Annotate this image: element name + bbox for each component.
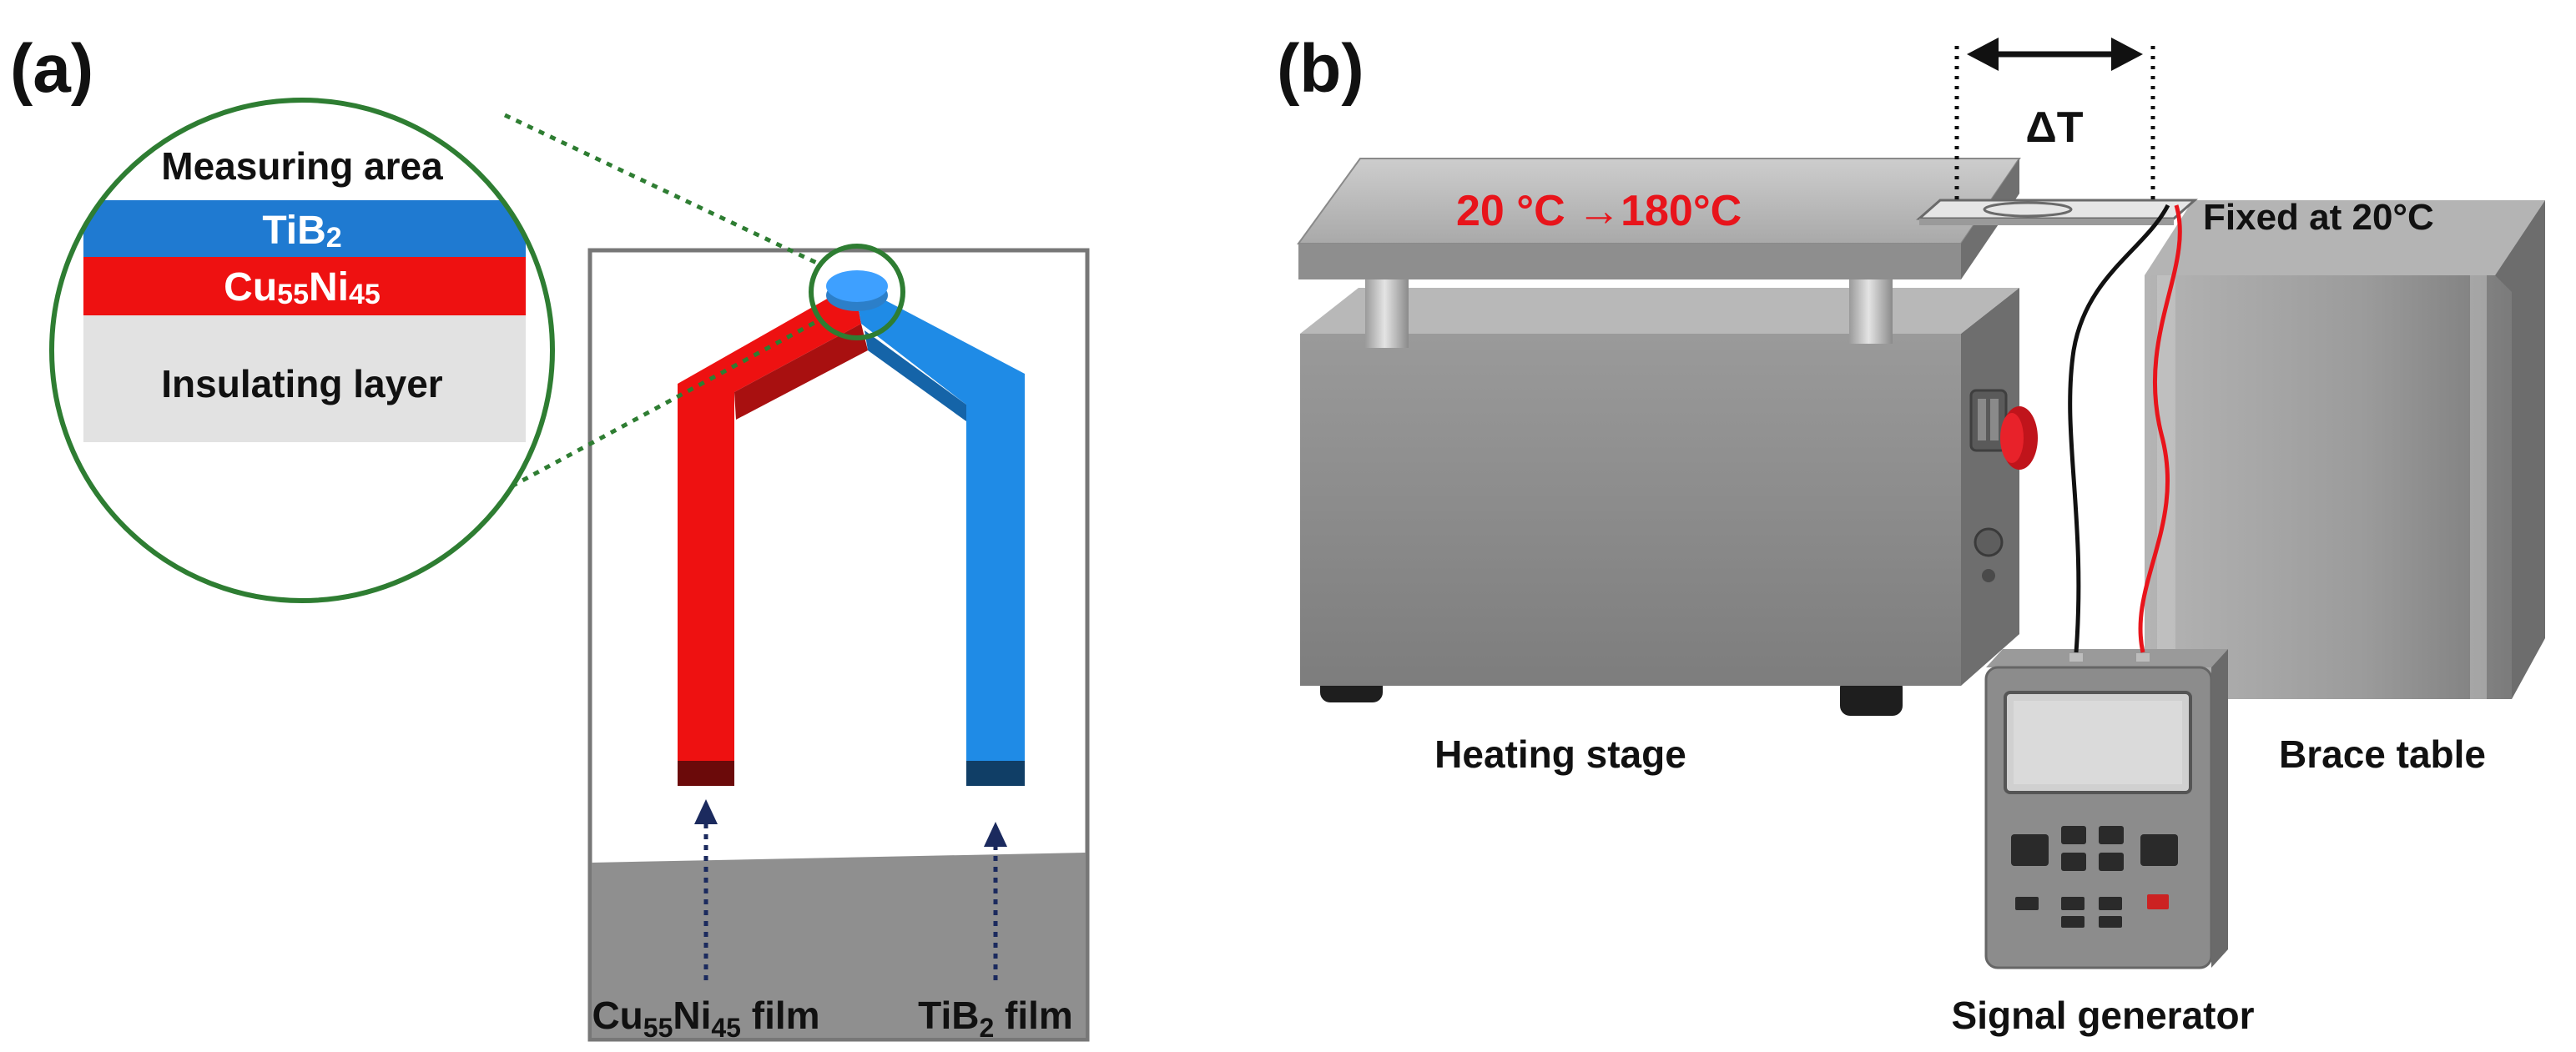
junction-highlight-circle (809, 244, 905, 340)
tib2-leg-shade (865, 330, 966, 421)
sample-strip (1916, 199, 2198, 225)
heating-stage (1297, 158, 2038, 716)
cuni-film-label: Cu55Ni45 film (592, 994, 819, 1043)
panel-b-label: (b) (1277, 31, 1364, 107)
cuni-leg-shade (734, 324, 868, 420)
black-lead-wire (2068, 204, 2170, 653)
brace-table (2145, 200, 2545, 699)
insulating-layer-label: Insulating layer (161, 362, 443, 405)
tib2-film-label: TiB2 film (918, 994, 1073, 1043)
dotted-arrow-icon (984, 822, 1007, 980)
tib2-layer (83, 200, 526, 257)
delta-t-label: ΔT (2025, 103, 2083, 152)
inset-circle (49, 98, 555, 603)
hot-temperature-label: 20 °C →180°C (1456, 187, 1742, 235)
zoom-line-bottom (499, 316, 824, 495)
cuni-layer-label: Cu55Ni45 (224, 265, 381, 310)
insulating-layer (83, 315, 526, 442)
brace-table-label: Brace table (2279, 732, 2486, 776)
junction-pad-top (826, 270, 888, 302)
tib2-layer-label: TiB2 (262, 209, 341, 254)
delta-t-indicator: ΔT (1954, 38, 2155, 204)
cuni-leg-tip (678, 761, 734, 786)
measuring-area-inset: Measuring area TiB2 Cu55Ni45 Insulating … (49, 98, 555, 603)
signal-generator-label: Signal generator (1952, 994, 2255, 1037)
panel-a-label: (a) (10, 31, 93, 107)
heating-stage-label: Heating stage (1434, 732, 1686, 776)
thermocouple-junction (678, 270, 1025, 786)
tib2-leg-tip (966, 761, 1025, 786)
measuring-area-title: Measuring area (161, 144, 443, 188)
double-arrow-icon (1967, 38, 2143, 71)
zoom-line-top (503, 113, 824, 268)
red-lead-wire (2138, 204, 2182, 653)
cuni-leg (678, 284, 861, 784)
dotted-arrow-icon (694, 799, 718, 980)
cold-temperature-label: Fixed at 20°C (2203, 197, 2434, 238)
cuni-layer (83, 257, 526, 315)
tib2-leg (854, 284, 1025, 784)
signal-generator (1984, 649, 2228, 969)
